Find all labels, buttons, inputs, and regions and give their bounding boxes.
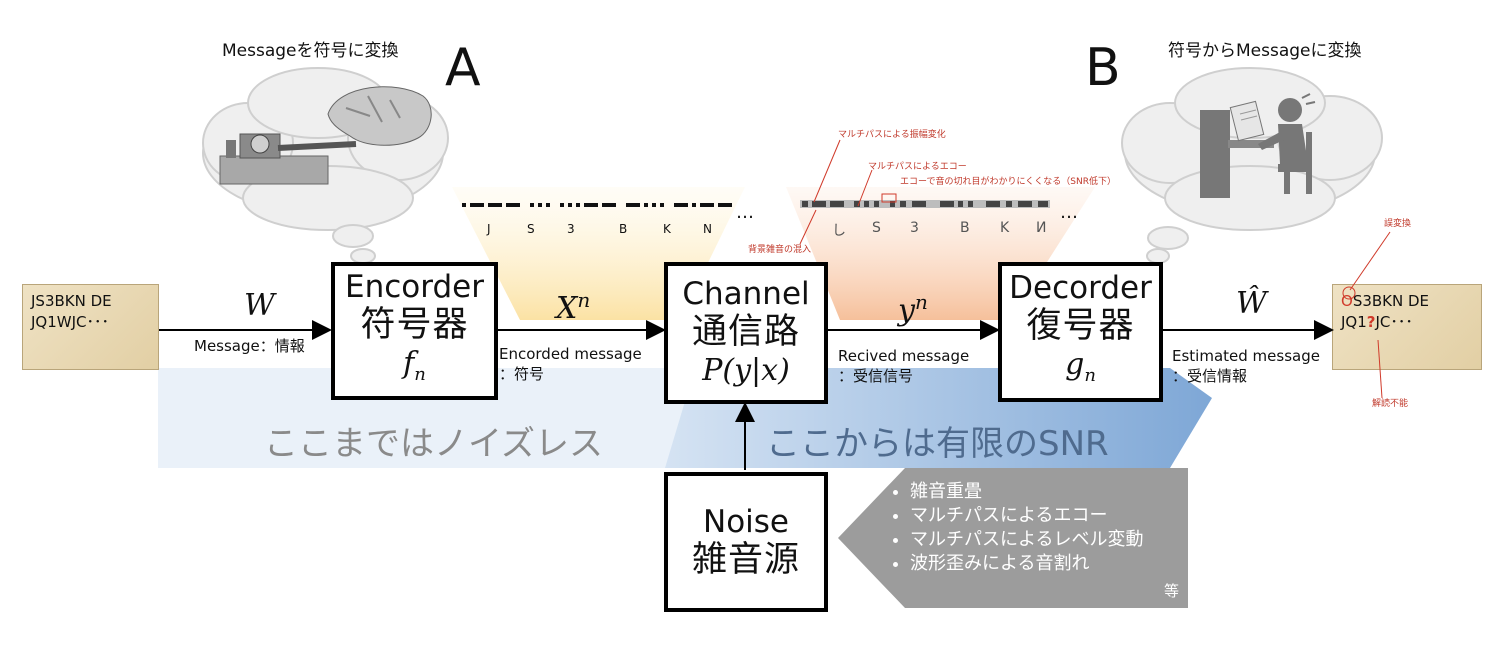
label-a: A bbox=[445, 38, 481, 98]
channel-box: Channel 通信路 P(y|x) bbox=[664, 262, 828, 404]
decoder-title-jp: 復号器 bbox=[1026, 305, 1135, 346]
noisy-letters: し S 3 B K И bbox=[832, 220, 1056, 240]
misdecoded-char: O bbox=[1341, 292, 1353, 310]
undecodable-mark: ? bbox=[1366, 313, 1376, 331]
input-message-note: JS3BKN DE JQ1WJC･･･ bbox=[22, 284, 159, 370]
output-message-note: OS3BKN DE JQ1?JC･･･ bbox=[1332, 284, 1482, 370]
clean-letter: J bbox=[487, 222, 491, 236]
noisy-ellipsis: … bbox=[1060, 202, 1078, 223]
clean-letter: S bbox=[527, 222, 535, 236]
annotation-background-noise: 背景雑音の混入 bbox=[748, 245, 812, 255]
noiseless-label: ここまではノイズレス bbox=[264, 424, 603, 464]
undecodable-note: 解読不能 bbox=[1372, 399, 1409, 409]
decoder-title: Decorder bbox=[1009, 269, 1152, 306]
symbol-yn: yn bbox=[898, 290, 928, 328]
finite-snr-label: ここからは有限のSNR bbox=[766, 424, 1109, 464]
noisy-letter: S bbox=[872, 220, 881, 236]
noisy-letter: し bbox=[832, 223, 846, 239]
cloud-b-title: 符号からMessageに変換 bbox=[1168, 41, 1362, 61]
input-line-1: JS3BKN DE bbox=[31, 292, 112, 310]
noisy-letter: B bbox=[960, 220, 970, 236]
label-message: Message：情報 bbox=[194, 337, 305, 355]
annotation-snr: エコーで音の切れ目がわかりにくくなる（SNR低下） bbox=[900, 177, 1116, 187]
noisy-letter: K bbox=[1000, 220, 1010, 236]
morse-signal-clean bbox=[462, 203, 732, 207]
noise-effects-panel bbox=[838, 468, 1188, 608]
clean-letter: K bbox=[663, 222, 671, 236]
error-pointer-arrows bbox=[1342, 231, 1391, 399]
symbol-w-hat: Ŵ bbox=[1236, 286, 1267, 321]
decoder-function: gn bbox=[1065, 346, 1096, 386]
noise-box: Noise 雑音源 bbox=[664, 472, 828, 612]
noise-effect-item: マルチパスによるエコー bbox=[910, 504, 1180, 528]
label-encoded-message: Encorded message ：符号 bbox=[499, 345, 642, 383]
annotation-pointers bbox=[799, 139, 897, 245]
noise-effects-etc: 等 bbox=[1164, 582, 1180, 600]
label-received-message: Recived message ：受信信号 bbox=[838, 347, 970, 385]
noise-effect-item: マルチパスによるレベル変動 bbox=[910, 528, 1180, 552]
noise-effect-item: 波形歪みによる音割れ bbox=[910, 552, 1180, 576]
telegraph-key-illustration bbox=[219, 86, 432, 185]
noise-effect-item: 雑音重畳 bbox=[910, 480, 1180, 504]
channel-function: P(y|x) bbox=[702, 353, 790, 388]
encoder-title: Encorder bbox=[345, 268, 484, 305]
annotation-amplitude: マルチパスによる振幅変化 bbox=[838, 130, 946, 140]
clean-letters: J S 3 B K N bbox=[487, 222, 733, 236]
operator-illustration bbox=[1200, 93, 1316, 198]
input-line-2: JQ1WJC･･･ bbox=[31, 313, 110, 331]
encoder-box: Encorder 符号器 fn bbox=[331, 262, 498, 400]
output-line-1: OS3BKN DE bbox=[1341, 292, 1430, 310]
noisy-letter: И bbox=[1036, 220, 1047, 236]
symbol-xn: Xn bbox=[556, 288, 591, 326]
cloud-a-title: Messageを符号に変換 bbox=[222, 41, 399, 61]
clean-letter: B bbox=[619, 222, 628, 236]
output-line-2: JQ1?JC･･･ bbox=[1341, 313, 1413, 331]
noisy-letter: 3 bbox=[910, 220, 919, 236]
symbol-w: W bbox=[244, 288, 275, 323]
clean-ellipsis: … bbox=[736, 202, 754, 223]
channel-title: Channel bbox=[682, 276, 810, 312]
noise-effects-list: 雑音重畳 マルチパスによるエコー マルチパスによるレベル変動 波形歪みによる音割… bbox=[850, 480, 1180, 576]
decoder-box: Decorder 復号器 gn bbox=[998, 262, 1163, 402]
channel-title-jp: 通信路 bbox=[691, 312, 800, 352]
morse-signal-noisy bbox=[800, 200, 1050, 208]
noise-title: Noise bbox=[703, 504, 789, 540]
encoder-title-jp: 符号器 bbox=[360, 304, 469, 345]
label-b: B bbox=[1085, 38, 1121, 98]
clean-letter: 3 bbox=[567, 222, 575, 236]
annotation-echo: マルチパスによるエコー bbox=[868, 162, 967, 172]
label-estimated-message: Estimated message ：受信情報 bbox=[1172, 347, 1320, 385]
noise-title-jp: 雑音源 bbox=[691, 540, 800, 580]
misconversion-note: 誤変換 bbox=[1384, 219, 1412, 229]
encoder-function: fn bbox=[403, 345, 426, 385]
clean-letter: N bbox=[703, 222, 712, 236]
